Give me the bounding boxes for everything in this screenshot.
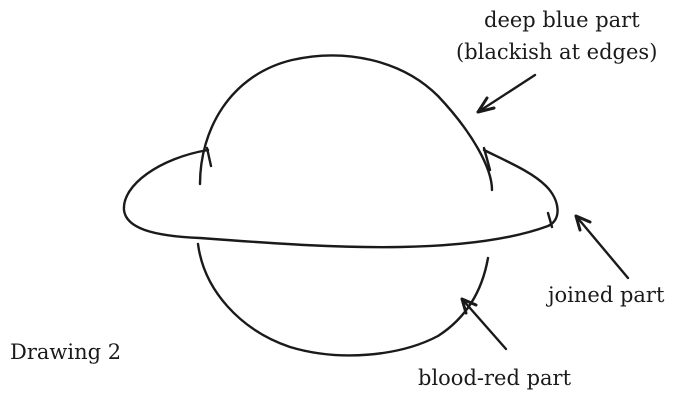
arrow-deep-blue <box>478 75 535 112</box>
lower-sphere-outline <box>198 244 488 355</box>
arrow-blood-red <box>462 299 506 349</box>
label-deep-blue-line2: (blackish at edges) <box>456 40 657 64</box>
figure-caption: Drawing 2 <box>10 340 121 364</box>
ring-outline <box>124 150 558 247</box>
label-joined-part: joined part <box>548 283 664 307</box>
arrow-joined <box>576 216 628 278</box>
label-blood-red-part: blood-red part <box>418 366 571 390</box>
upper-sphere-outline <box>200 56 492 191</box>
label-deep-blue-line1: deep blue part <box>484 8 640 32</box>
